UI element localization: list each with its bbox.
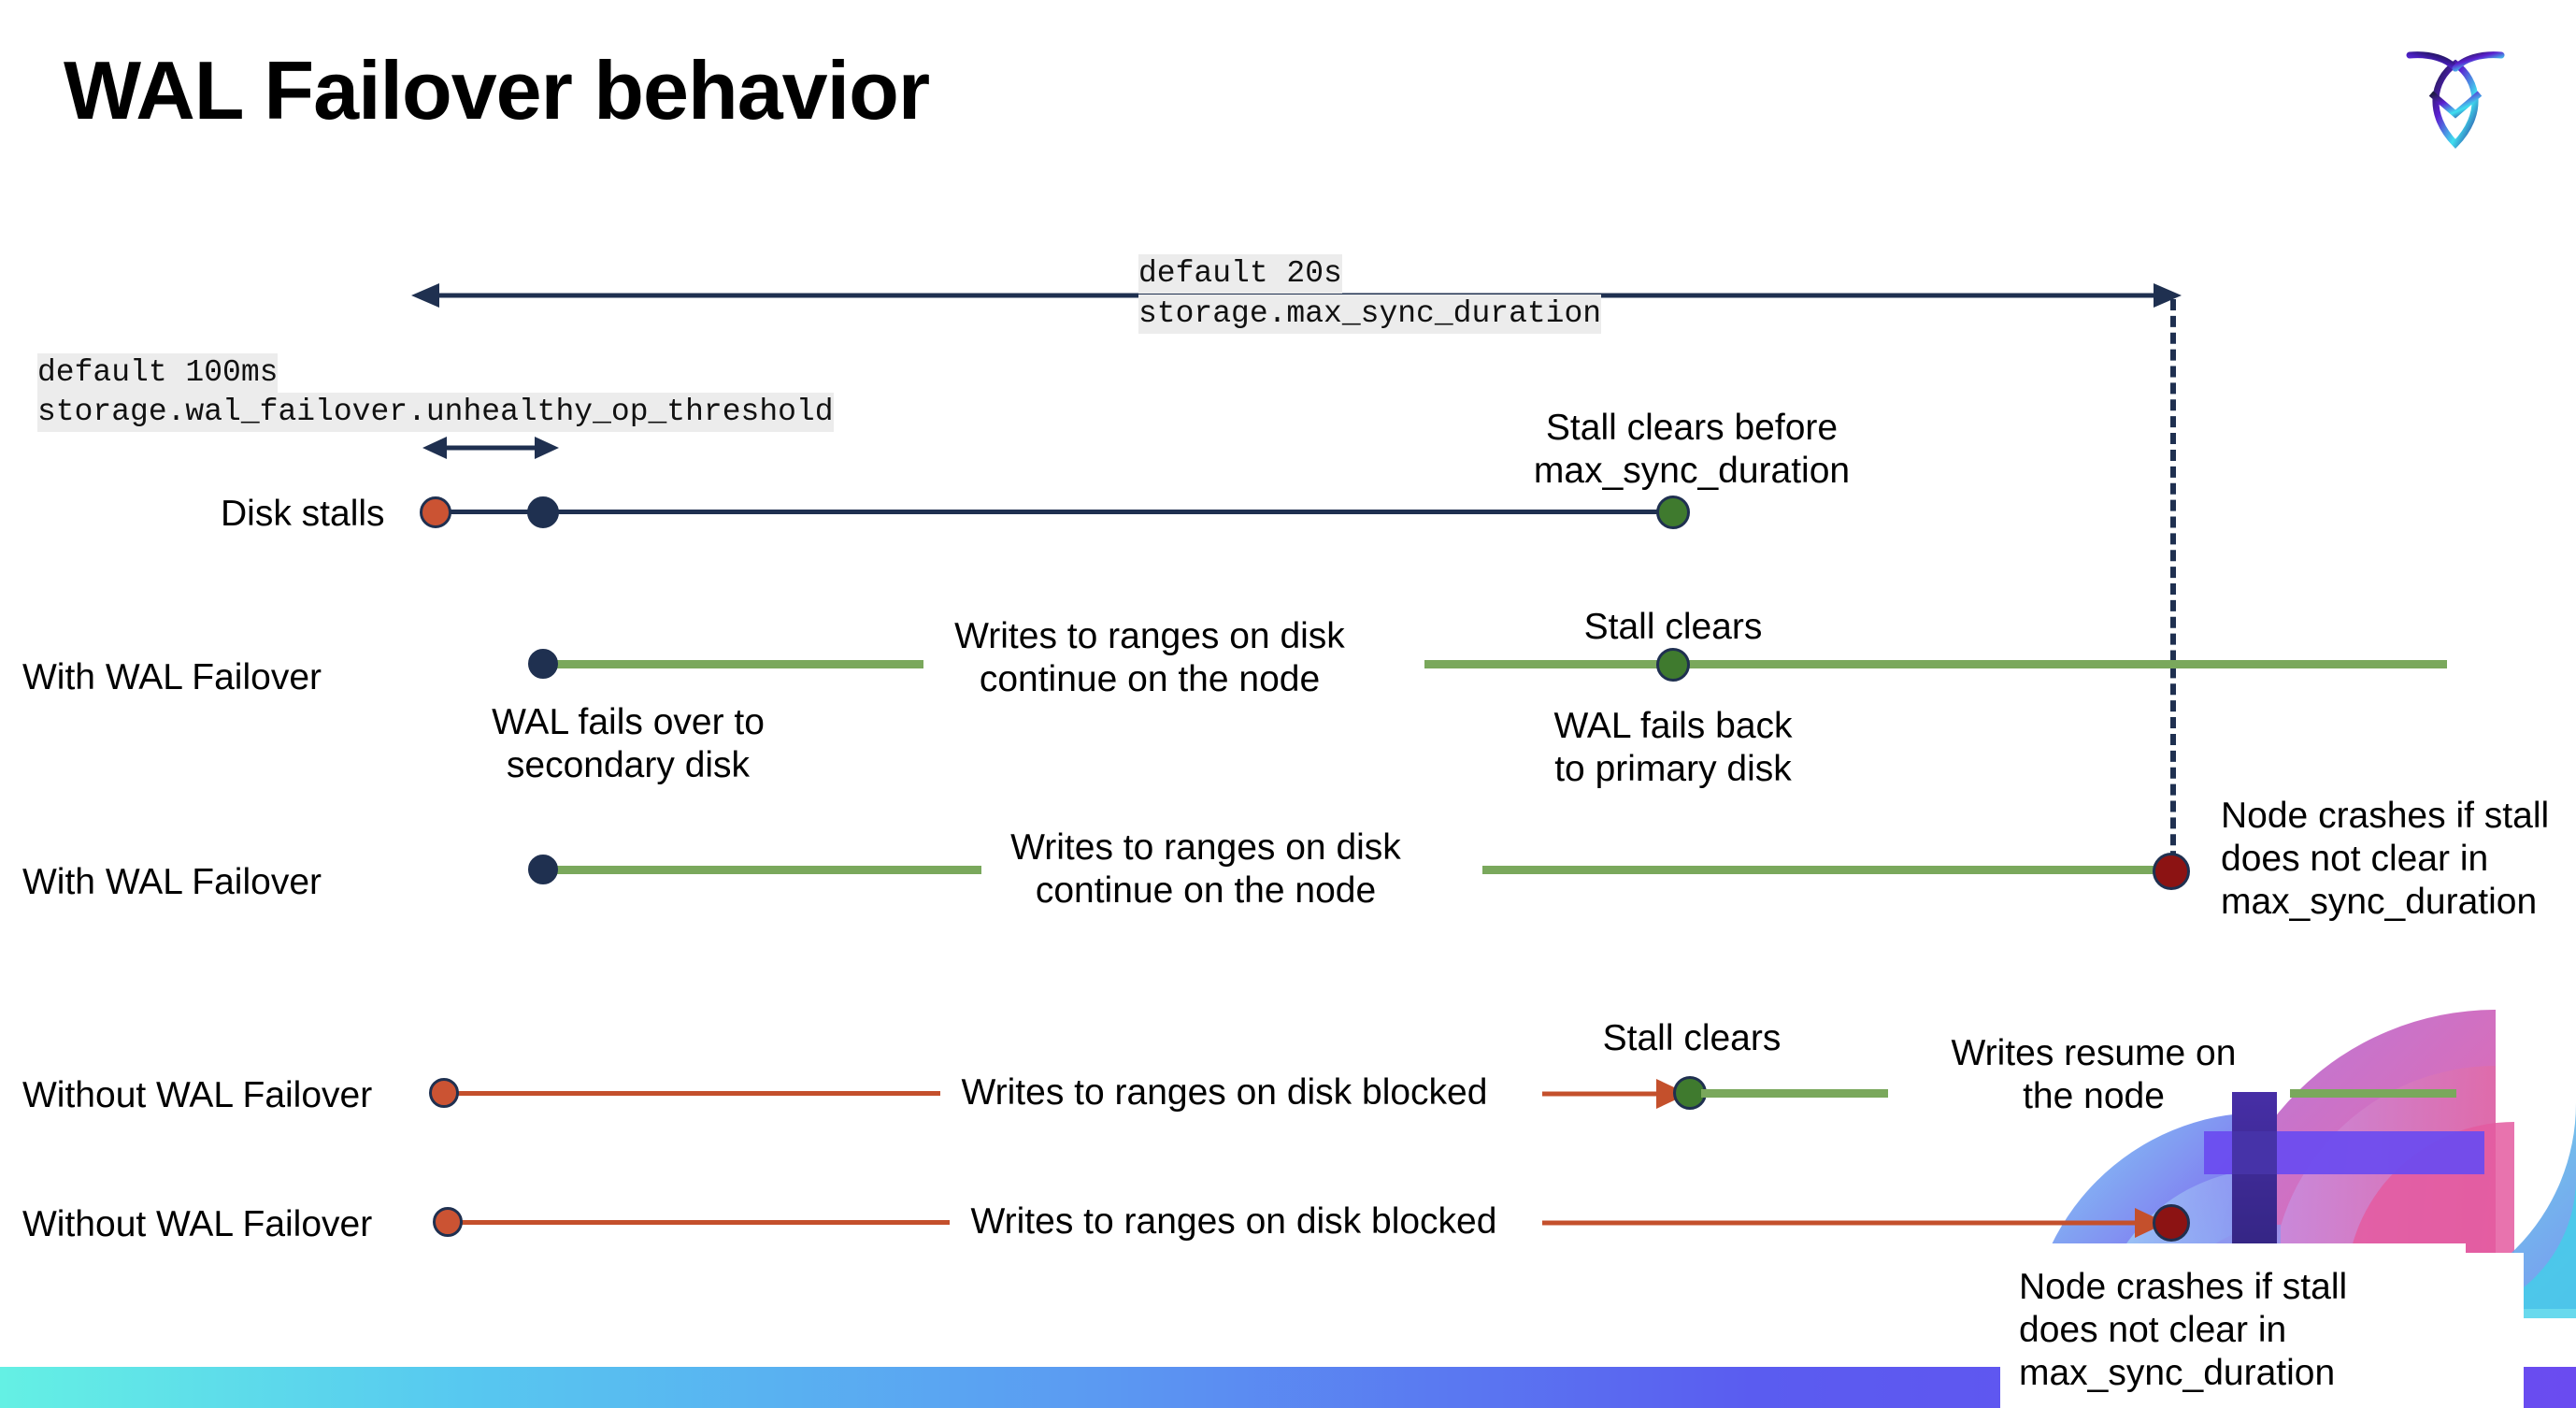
unhealthy-op-threshold-default: default 100ms (37, 353, 279, 393)
right-arrowhead-icon-row4 (1542, 1079, 1688, 1109)
annotation-wal-fails-back: WAL fails back to primary disk (1553, 706, 1793, 789)
annotation-writes-continue-row3: Writes to ranges on disk continue on the… (1010, 827, 1401, 911)
with-wal-failover-2-segment-b (1482, 866, 2174, 874)
stall-clears-dot-row2 (1656, 648, 1690, 682)
double-headed-arrow-icon (422, 437, 559, 459)
annotation-writes-resume-row4: Writes resume on the node (1951, 1033, 2237, 1116)
dashed-vertical-connector-icon (2170, 299, 2176, 879)
annotation-writes-continue-row2: Writes to ranges on disk continue on the… (954, 616, 1345, 699)
row-label-with-wal-failover-1: With WAL Failover (22, 657, 322, 697)
row-label-with-wal-failover-2: With WAL Failover (22, 862, 322, 902)
unhealthy-op-threshold-name: storage.wal_failover.unhealthy_op_thresh… (37, 393, 834, 432)
annotation-wal-fails-over: WAL fails over to secondary disk (492, 702, 765, 785)
stall-start-dot-row4 (429, 1078, 459, 1108)
row-label-without-wal-failover-2: Without WAL Failover (22, 1204, 373, 1244)
right-arrowhead-icon-row5 (1542, 1208, 2167, 1238)
disk-stalls-timeline (436, 510, 1671, 514)
callout-node-crashes-row5: Node crashes if stall does not clear in … (2000, 1253, 2524, 1408)
row-label-disk-stalls: Disk stalls (221, 494, 385, 534)
annotation-writes-blocked-row4: Writes to ranges on disk blocked (961, 1072, 1488, 1113)
with-wal-failover-2-segment-a (550, 866, 981, 874)
row-label-without-wal-failover-1: Without WAL Failover (22, 1075, 373, 1115)
stall-start-dot-row5 (433, 1207, 463, 1237)
annotation-stall-clears-before: Stall clears before max_sync_duration (1533, 408, 1851, 491)
annotation-node-crashes-row5: Node crashes if stall does not clear in … (2019, 1267, 2348, 1393)
wal-failover-start-dot-row2 (528, 649, 558, 679)
node-crash-dot-row5 (2153, 1204, 2190, 1242)
annotation-stall-clears-row2: Stall clears (1583, 607, 1763, 647)
max-sync-duration-default: default 20s (1138, 254, 1342, 294)
wal-failover-start-dot-row3 (528, 855, 558, 884)
cockroachdb-logo-icon (2385, 28, 2526, 168)
without-wal-failover-1-blocked-a (447, 1091, 940, 1096)
without-wal-failover-2-blocked-a (458, 1220, 950, 1225)
node-crash-dot-row3 (2153, 853, 2190, 890)
without-wal-failover-1-resume-a (1701, 1089, 1888, 1098)
annotation-writes-blocked-row5: Writes to ranges on disk blocked (970, 1201, 1497, 1242)
annotation-node-crashes-row3: Node crashes if stall does not clear in … (2221, 796, 2550, 922)
annotation-stall-clears-row4: Stall clears (1602, 1018, 1782, 1058)
max-sync-duration-name: storage.max_sync_duration (1138, 295, 1602, 334)
with-wal-failover-1-segment-a (550, 660, 923, 668)
disk-stall-start-dot (420, 496, 451, 528)
wal-failover-trigger-dot (527, 496, 559, 528)
without-wal-failover-1-resume-b (2290, 1089, 2456, 1098)
stall-clears-dot-row1 (1656, 496, 1690, 529)
with-wal-failover-1-segment-b (1424, 660, 2447, 668)
page-title: WAL Failover behavior (64, 44, 930, 136)
